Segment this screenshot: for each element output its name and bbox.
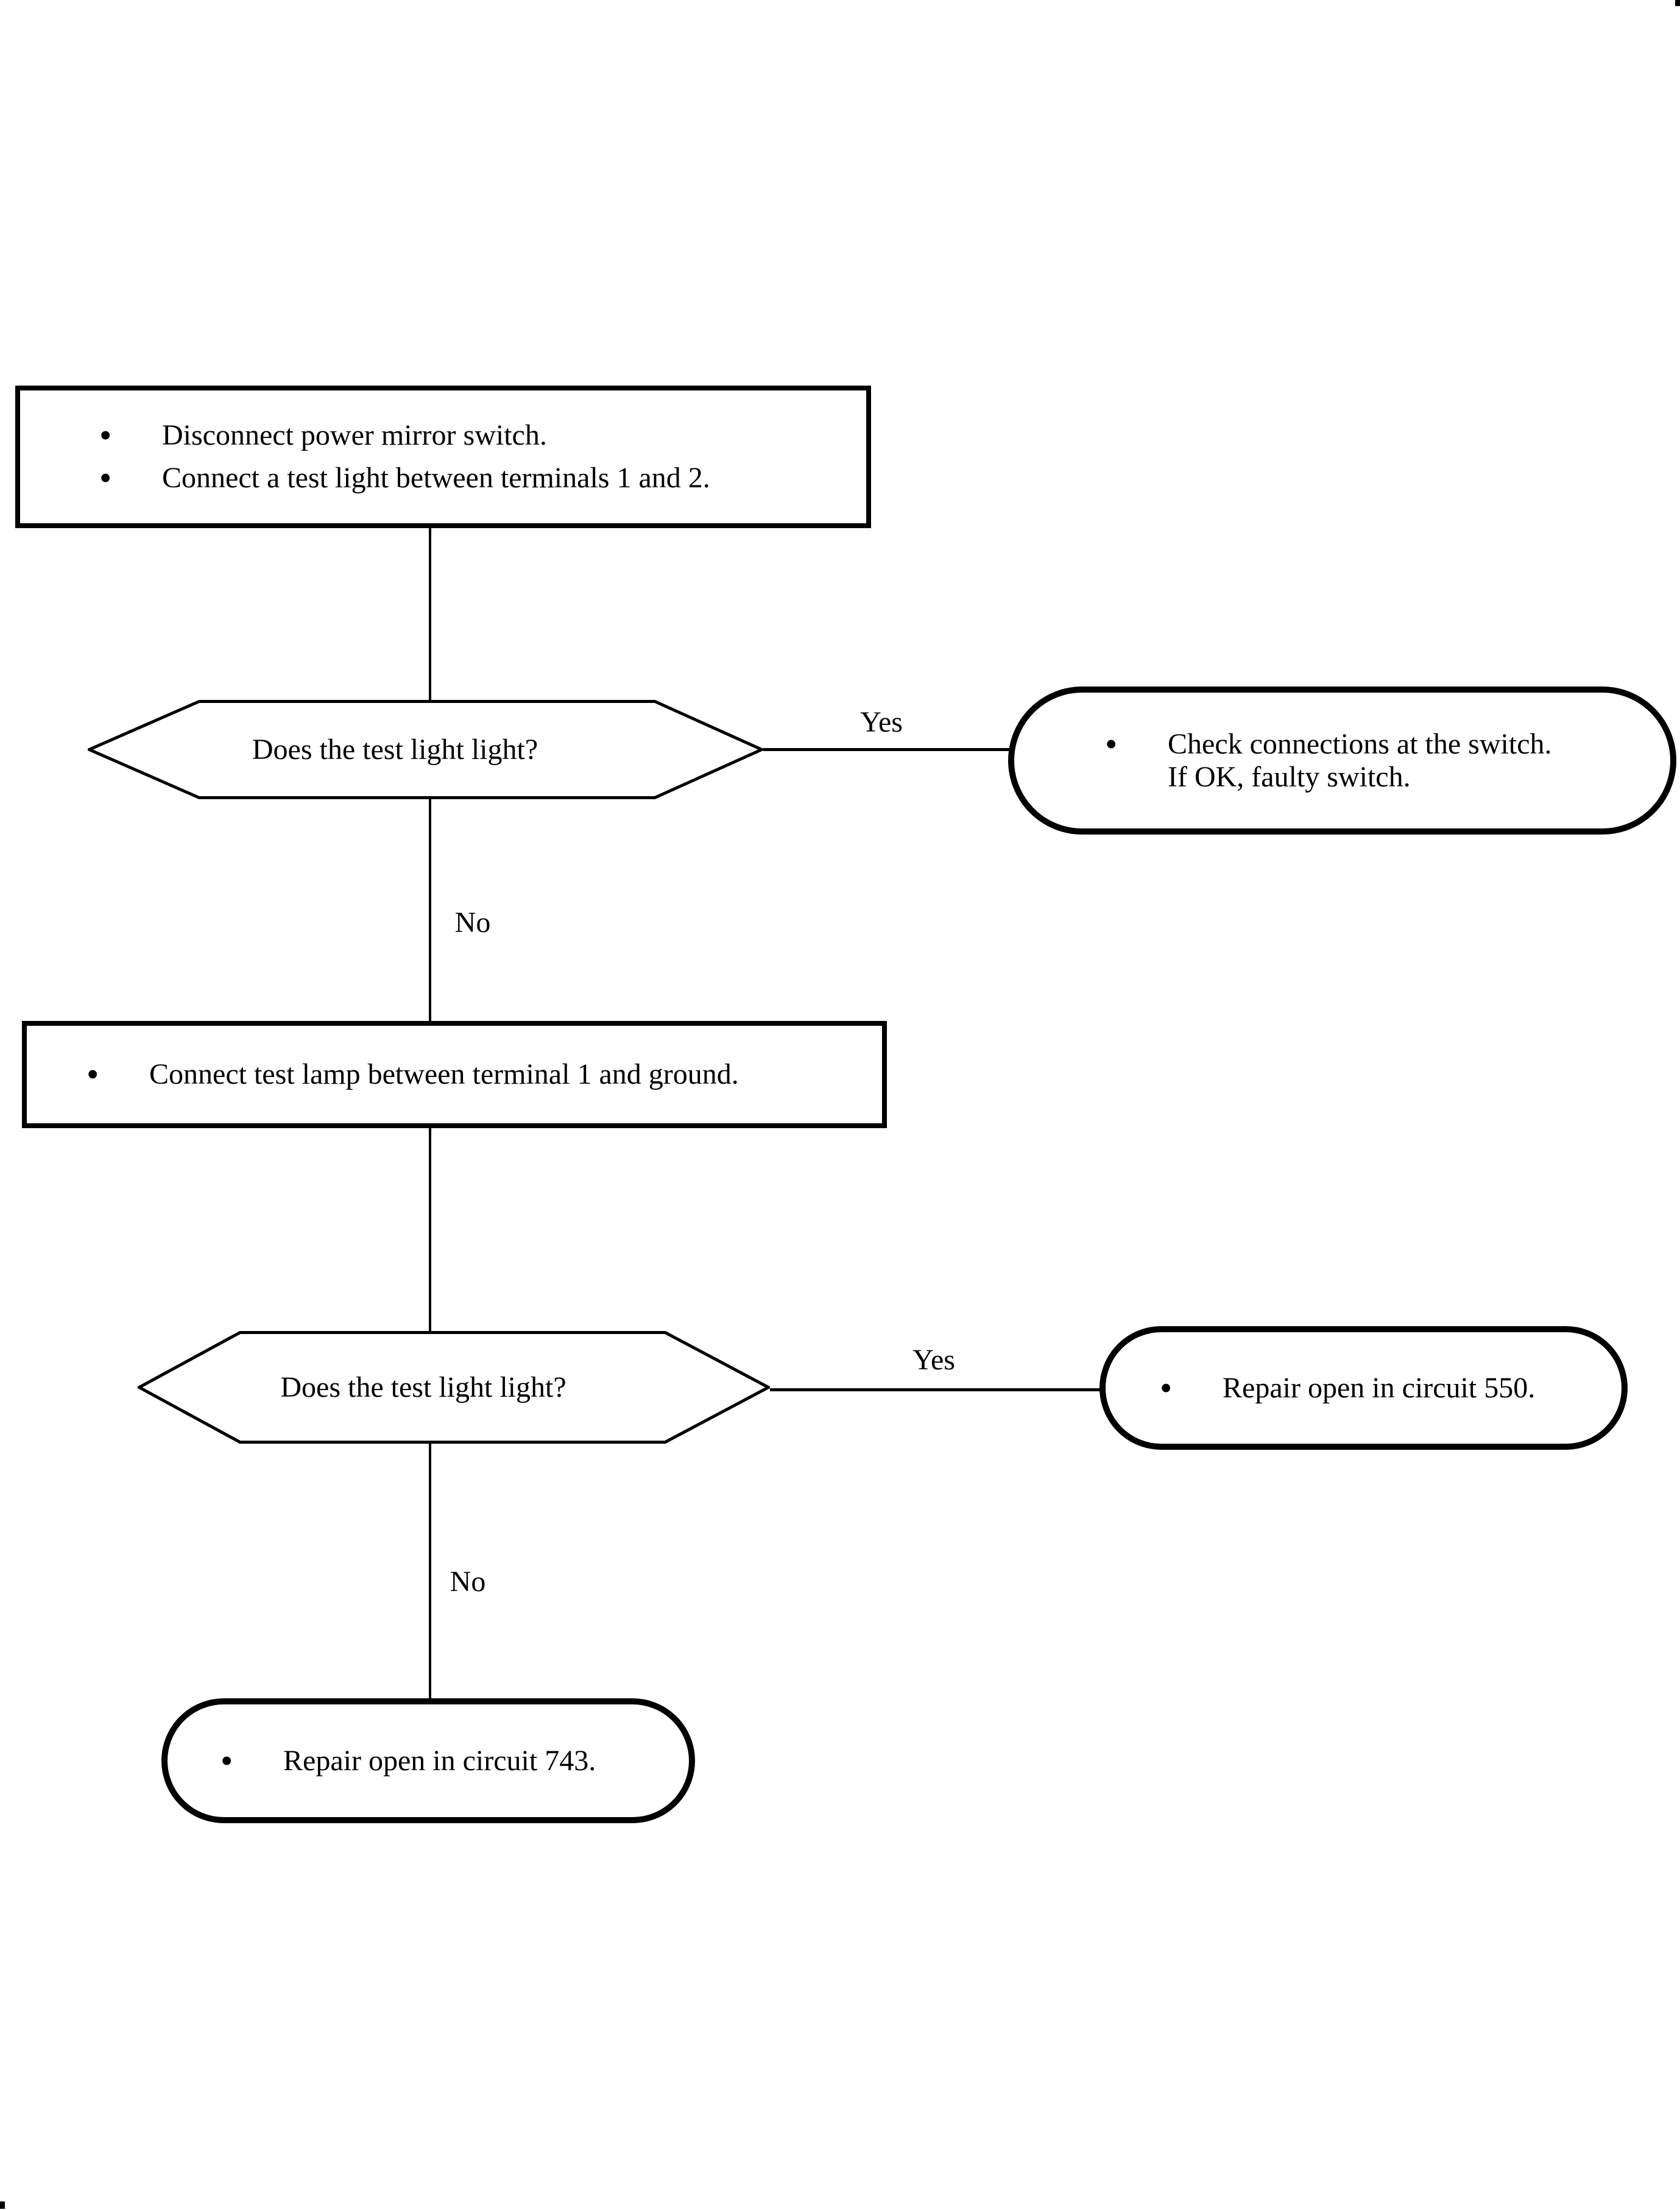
bullet-item: • Check connections at the switch. If OK…: [1105, 724, 1670, 794]
decision-hexagon-2: Does the test light light?: [138, 1331, 770, 1444]
bullet-item: • Repair open in circuit 743.: [221, 1740, 689, 1781]
bullet-icon: •: [1160, 1368, 1173, 1408]
connector-decision1-no: [429, 798, 431, 1022]
scan-artifact: [0, 2201, 5, 2209]
connector-decision2-yes: [770, 1388, 1101, 1391]
scan-artifact: [1675, 0, 1680, 6]
step2-line1: Connect test lamp between terminal 1 and…: [149, 1058, 739, 1090]
edge-label-yes-2: Yes: [912, 1344, 955, 1376]
bullet-item: • Disconnect power mirror switch.: [99, 414, 866, 457]
process-box-connect-test-lamp: • Connect test lamp between terminal 1 a…: [22, 1021, 887, 1128]
step1-line1: Disconnect power mirror switch.: [162, 419, 547, 451]
process-box-disconnect-switch: • Disconnect power mirror switch. • Conn…: [15, 386, 871, 528]
bullet-icon: •: [221, 1740, 233, 1781]
connector-decision1-yes: [763, 748, 1009, 751]
bullet-item: • Connect test lamp between terminal 1 a…: [86, 1053, 882, 1096]
connector-step1-decision1: [429, 527, 431, 701]
result-yes1-line2: If OK, faulty switch.: [1168, 760, 1411, 793]
terminal-repair-circuit-550: • Repair open in circuit 550.: [1099, 1326, 1628, 1450]
edge-label-yes-1: Yes: [860, 706, 903, 738]
decision-hexagon-1: Does the test light light?: [88, 700, 763, 799]
decision-hexagon-shape: [138, 1331, 770, 1444]
terminal-repair-circuit-743: • Repair open in circuit 743.: [161, 1698, 695, 1823]
step1-line2: Connect a test light between terminals 1…: [162, 462, 710, 494]
result-no2-line1: Repair open in circuit 743.: [283, 1744, 596, 1777]
bullet-icon: •: [99, 458, 112, 498]
edge-label-no-2: No: [450, 1566, 486, 1598]
connector-decision2-no: [429, 1442, 431, 1700]
result-yes1-line1: Check connections at the switch.: [1168, 727, 1552, 760]
result-yes2-line1: Repair open in circuit 550.: [1223, 1371, 1536, 1404]
decision1-question: Does the test light light?: [252, 733, 538, 766]
decision-hexagon-shape: [88, 700, 763, 799]
bullet-item: • Repair open in circuit 550.: [1160, 1368, 1622, 1408]
connector-step2-decision2: [429, 1127, 431, 1333]
terminal-check-connections: • Check connections at the switch. If OK…: [1008, 687, 1676, 835]
decision2-question: Does the test light light?: [280, 1371, 566, 1403]
bullet-icon: •: [1105, 724, 1118, 764]
edge-label-no-1: No: [454, 906, 491, 939]
bullet-item: • Connect a test light between terminals…: [99, 457, 866, 500]
bullet-icon: •: [99, 415, 112, 455]
bullet-icon: •: [86, 1054, 99, 1094]
